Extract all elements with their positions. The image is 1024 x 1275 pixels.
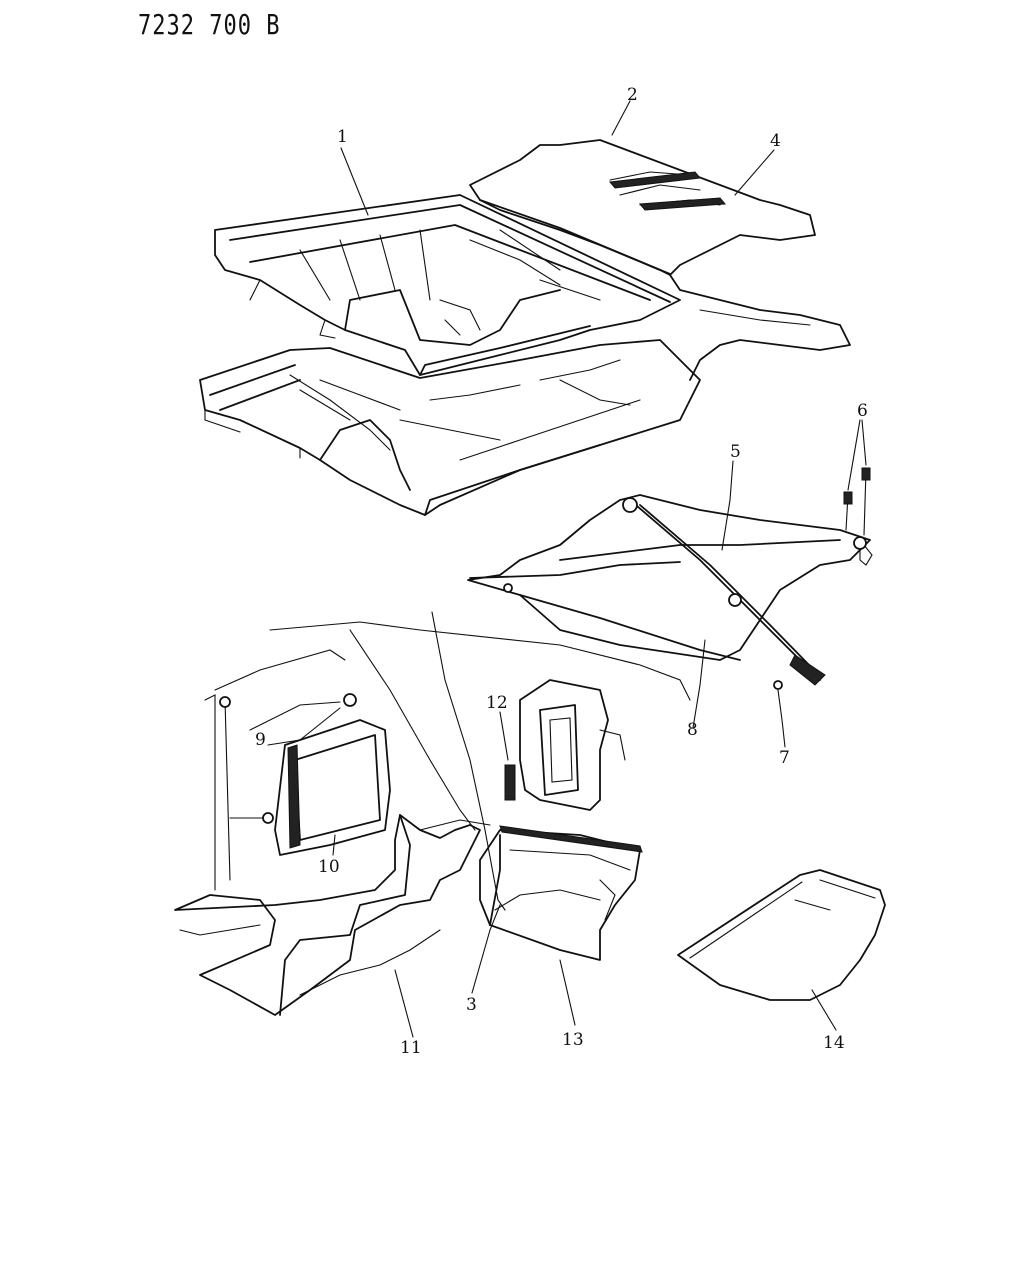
callout-10: 10 bbox=[318, 857, 340, 877]
shelf-bracket-assembly bbox=[467, 419, 873, 690]
floor-pan-part bbox=[199, 339, 701, 516]
callout-11: 11 bbox=[400, 1038, 422, 1058]
callout-labels: 1 2 3 4 5 6 7 8 9 10 11 12 13 14 bbox=[255, 85, 868, 1058]
callout-12: 12 bbox=[486, 693, 508, 713]
callout-13: 13 bbox=[562, 1030, 584, 1050]
callout-14: 14 bbox=[823, 1033, 845, 1053]
callout-8: 8 bbox=[687, 720, 698, 740]
drawing-number: 7232 700 B bbox=[138, 10, 281, 42]
callout-9: 9 bbox=[255, 730, 266, 750]
callout-4: 4 bbox=[770, 131, 781, 151]
rear-carpet-part bbox=[469, 139, 851, 381]
callout-5: 5 bbox=[730, 442, 741, 462]
callout-1: 1 bbox=[337, 127, 348, 147]
lower-interior-panels bbox=[174, 611, 691, 1016]
callout-2: 2 bbox=[627, 85, 638, 105]
front-carpet-part bbox=[214, 194, 681, 376]
callout-3: 3 bbox=[466, 995, 477, 1015]
callout-7: 7 bbox=[779, 748, 790, 768]
leader-lines bbox=[267, 100, 837, 1038]
floor-mat-part bbox=[677, 869, 886, 1001]
callout-6: 6 bbox=[857, 401, 868, 421]
